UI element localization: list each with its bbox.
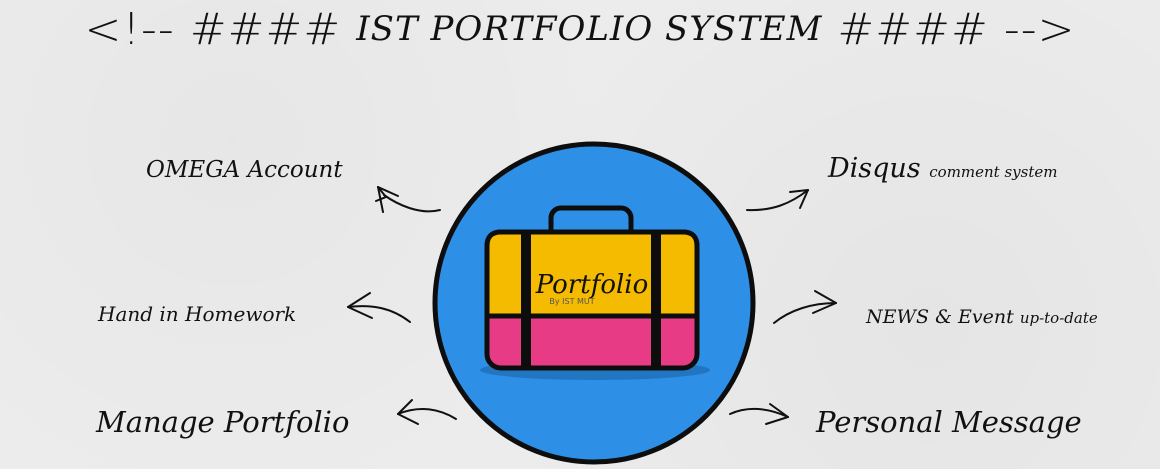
arrow-homework <box>347 292 411 323</box>
feature-personal-message: Personal Message <box>816 405 1082 439</box>
arrow-news <box>773 290 837 324</box>
feature-disqus-title: Disqus <box>828 153 921 184</box>
arrow-omega <box>375 186 441 213</box>
briefcase-icon: Portfolio By IST MUT <box>480 205 710 380</box>
feature-hand-in-homework: Hand in Homework <box>98 302 297 326</box>
feature-news-title: NEWS & Event <box>866 306 1014 328</box>
arrow-message <box>729 403 789 425</box>
bag-label: Portfolio <box>535 270 649 300</box>
feature-news-subtitle: up-to-date <box>1019 309 1098 327</box>
title-name: IST PORTFOLIO SYSTEM <box>356 9 823 49</box>
feature-disqus-subtitle: comment system <box>929 163 1058 181</box>
feature-disqus: Disqus comment system <box>828 153 1057 184</box>
arrow-manage <box>397 399 457 425</box>
feature-manage-portfolio: Manage Portfolio <box>96 405 350 439</box>
bag-sublabel: By IST MUT <box>549 297 594 306</box>
page-title: <!-- #### IST PORTFOLIO SYSTEM #### --> <box>0 4 1160 64</box>
feature-omega-account: OMEGA Account <box>146 157 343 183</box>
arrow-disqus <box>746 189 809 212</box>
arrows <box>347 186 837 425</box>
feature-news-event: NEWS & Event up-to-date <box>866 306 1098 328</box>
title-open-mark: <!-- #### <box>84 4 342 55</box>
title-close-mark: #### --> <box>837 4 1076 55</box>
